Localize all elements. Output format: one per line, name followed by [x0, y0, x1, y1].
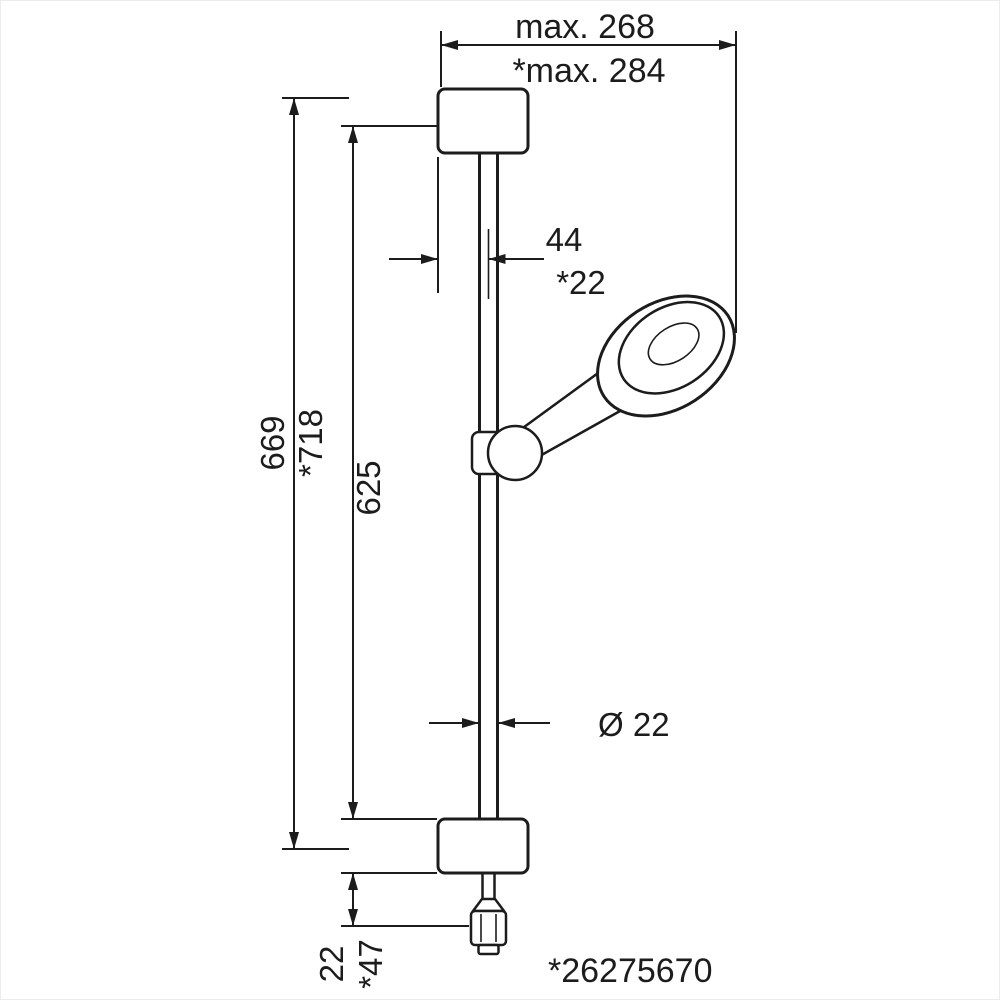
dim-diameter-label: Ø 22: [598, 706, 670, 743]
arrowhead: [421, 254, 438, 264]
product-code: *26275670: [548, 952, 713, 990]
arrowhead: [348, 126, 358, 143]
bottom-bracket: [436, 817, 530, 875]
dim-height-alt-label: *718: [292, 409, 329, 477]
top-bracket: [436, 87, 530, 155]
dim-rail-length: 625: [341, 125, 437, 820]
arrowhead: [289, 832, 299, 849]
hand-shower: [470, 294, 736, 482]
dim-bottom-offset: 22 *47: [313, 872, 469, 989]
arrowhead: [719, 40, 736, 50]
dim-top-width: max. 268 *max. 284: [440, 8, 737, 333]
dim-bottom-label: 22: [313, 946, 350, 983]
connector-nut: [469, 909, 508, 947]
dim-offset-alt-label: *22: [556, 264, 606, 301]
arrowhead: [348, 873, 358, 890]
dim-top-max-alt-label: *max. 284: [512, 52, 665, 90]
shower-bar: [436, 87, 530, 875]
connector-tail: [477, 943, 500, 956]
arrowhead: [498, 718, 515, 728]
arrowhead: [289, 98, 299, 115]
dim-offset-label: 44: [546, 221, 583, 258]
arrowhead: [348, 802, 358, 819]
spray-face-rim: [617, 300, 726, 395]
hand-shower-head: [596, 294, 736, 418]
dim-total-height: 669 *718: [254, 97, 349, 850]
dim-height-label: 669: [254, 415, 291, 470]
dim-rail-length-label: 625: [350, 460, 387, 515]
arrowhead: [348, 909, 358, 926]
pivot-joint: [486, 424, 544, 482]
connector-cone: [471, 897, 506, 913]
dim-rail-offset: 44 *22: [389, 157, 606, 301]
spray-face-center: [647, 322, 700, 366]
dim-top-max-label: max. 268: [515, 8, 655, 46]
arrowhead: [441, 40, 458, 50]
arrowhead: [462, 718, 479, 728]
hose-connector: [469, 873, 508, 956]
dim-diameter: Ø 22: [429, 706, 670, 743]
dim-bottom-alt-label: *47: [352, 939, 389, 989]
